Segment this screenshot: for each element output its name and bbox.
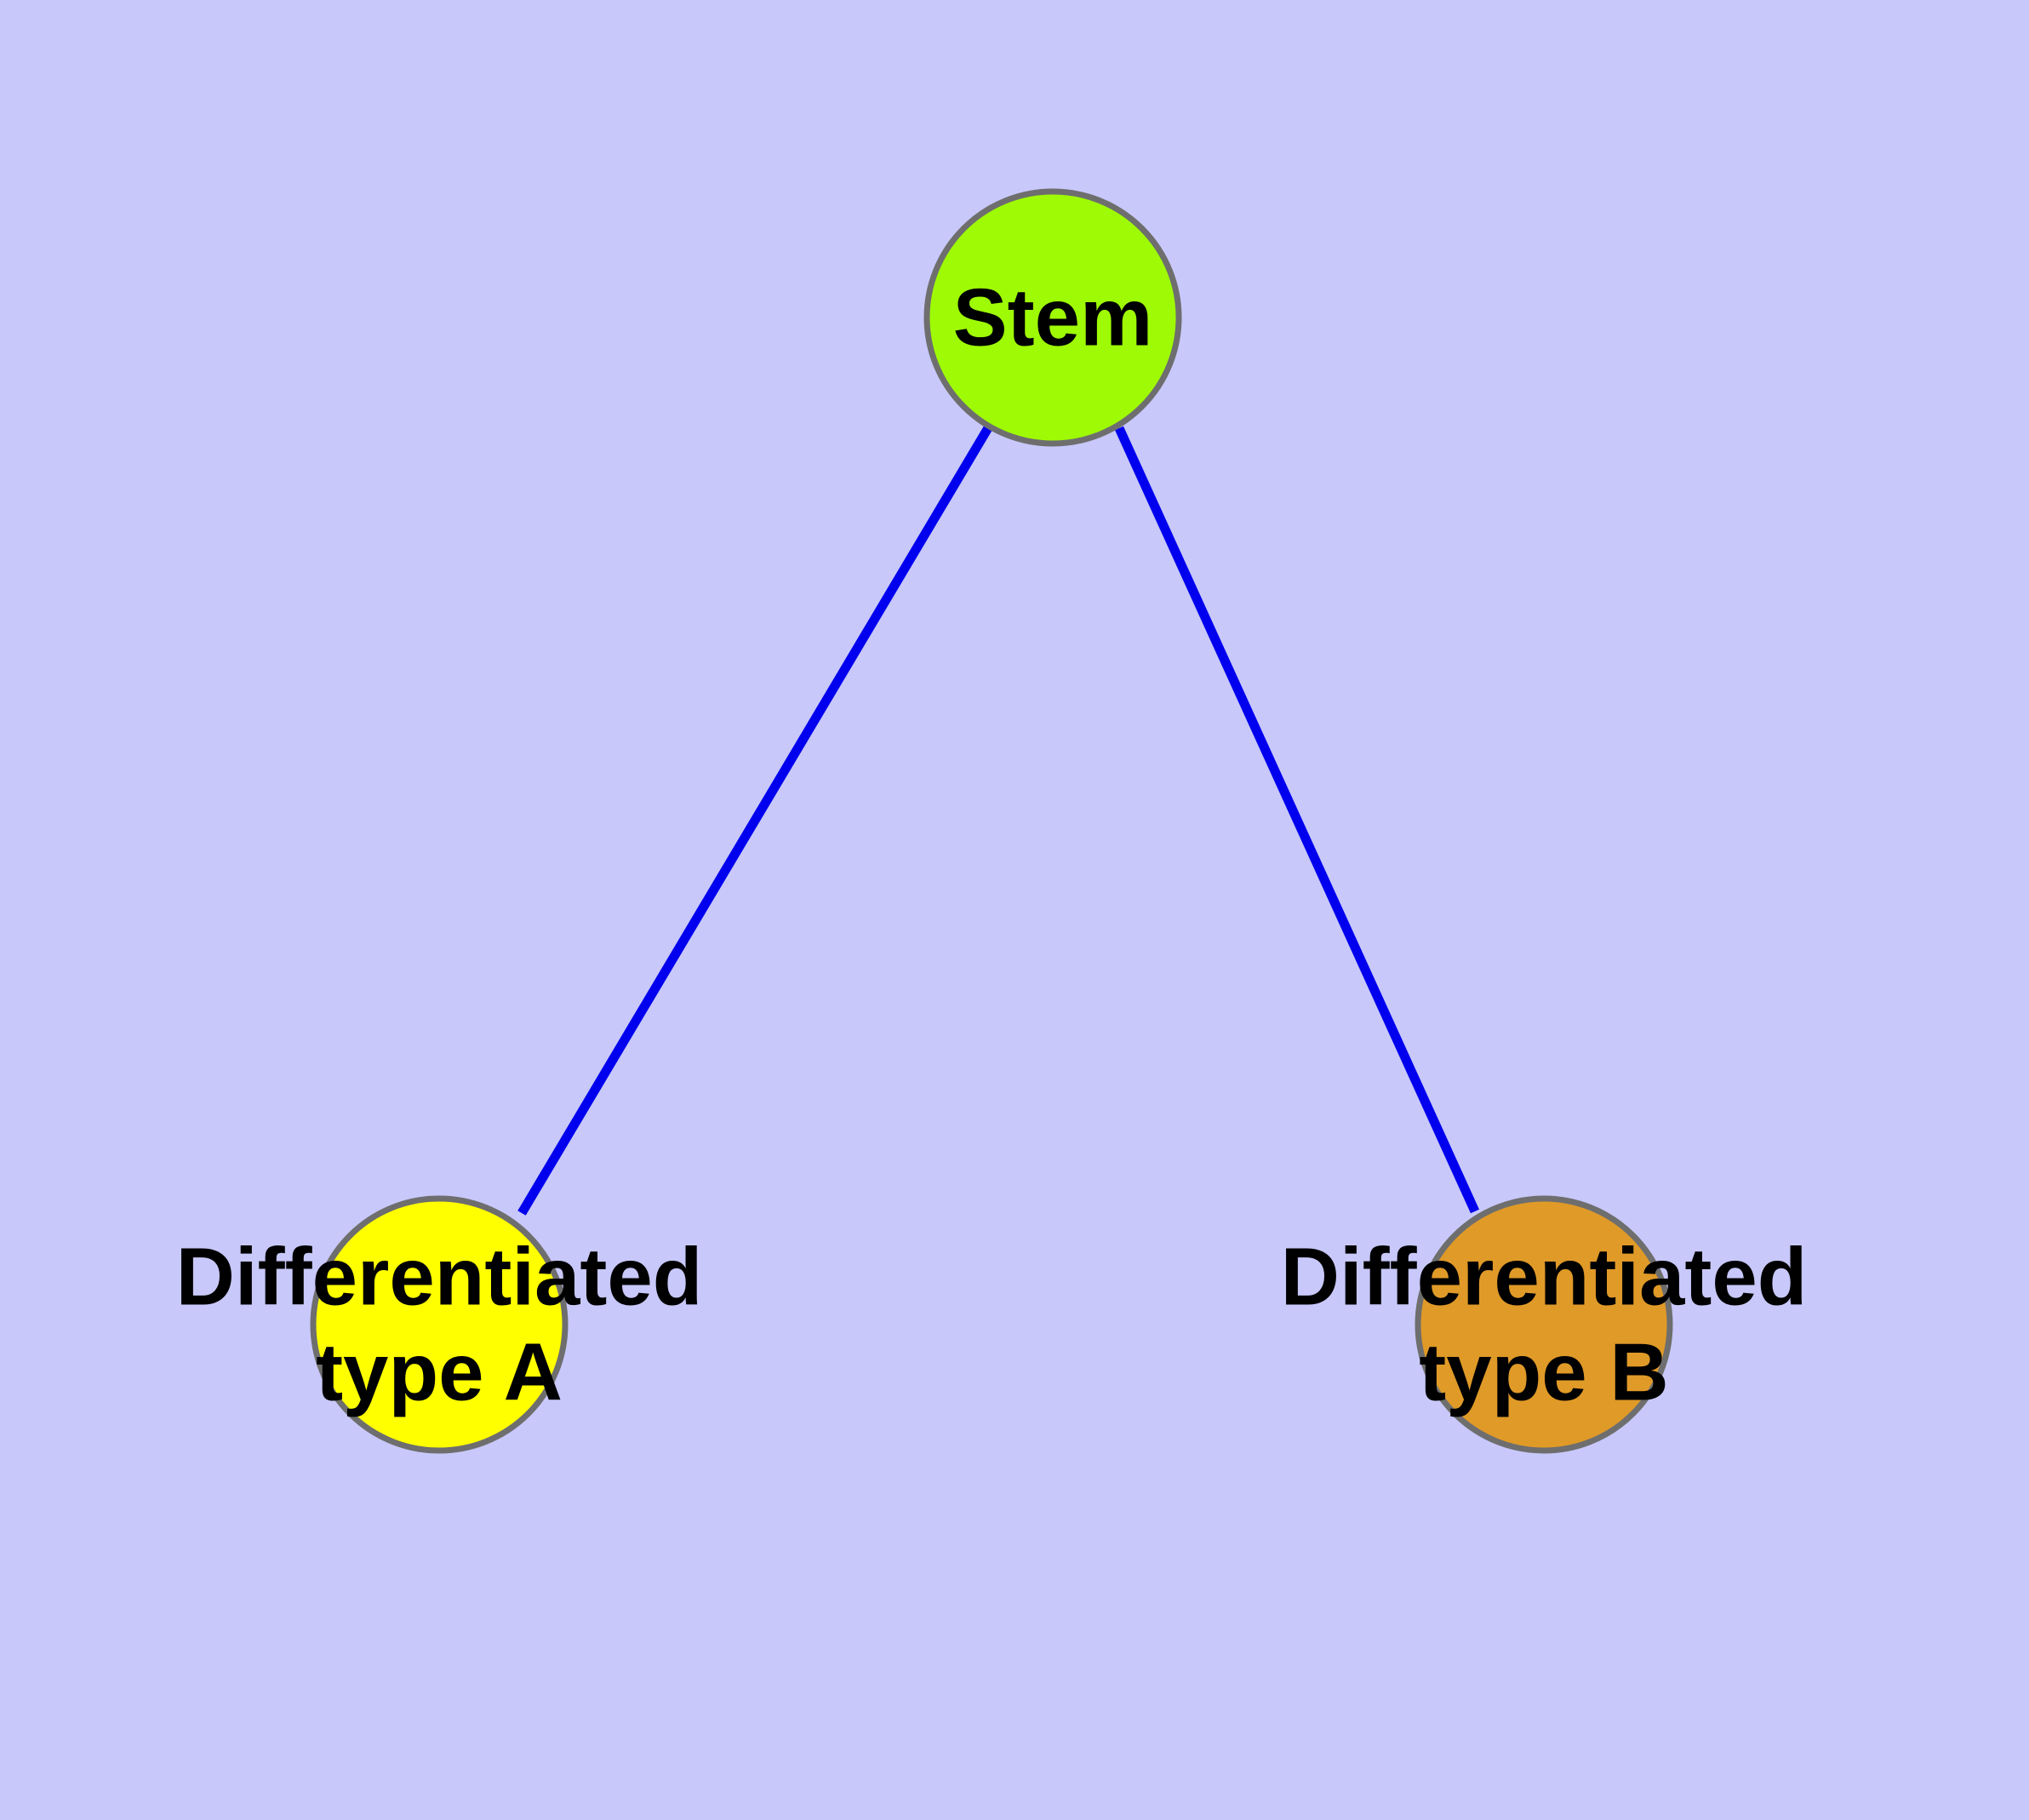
node-label-line: type A xyxy=(316,1327,563,1418)
node-stem-circle[interactable] xyxy=(923,188,1182,447)
node-label-line: Differentiated xyxy=(1281,1232,1808,1323)
node-stem[interactable]: Stem xyxy=(923,188,1182,447)
node-label-line: Differentiated xyxy=(176,1232,703,1323)
node-label-line: type B xyxy=(1419,1327,1668,1418)
edge-stem-to-differentiated-type-b xyxy=(1114,426,1480,1214)
node-differentiated-type-b-circle[interactable] xyxy=(1415,1195,1673,1454)
node-differentiated-type-a-circle[interactable] xyxy=(310,1195,569,1454)
edge-stem-to-differentiated-type-a xyxy=(517,424,993,1216)
edge-layer xyxy=(517,424,1480,1216)
node-label-line: Stem xyxy=(953,272,1153,363)
node-stem-label: Stem xyxy=(953,272,1153,363)
